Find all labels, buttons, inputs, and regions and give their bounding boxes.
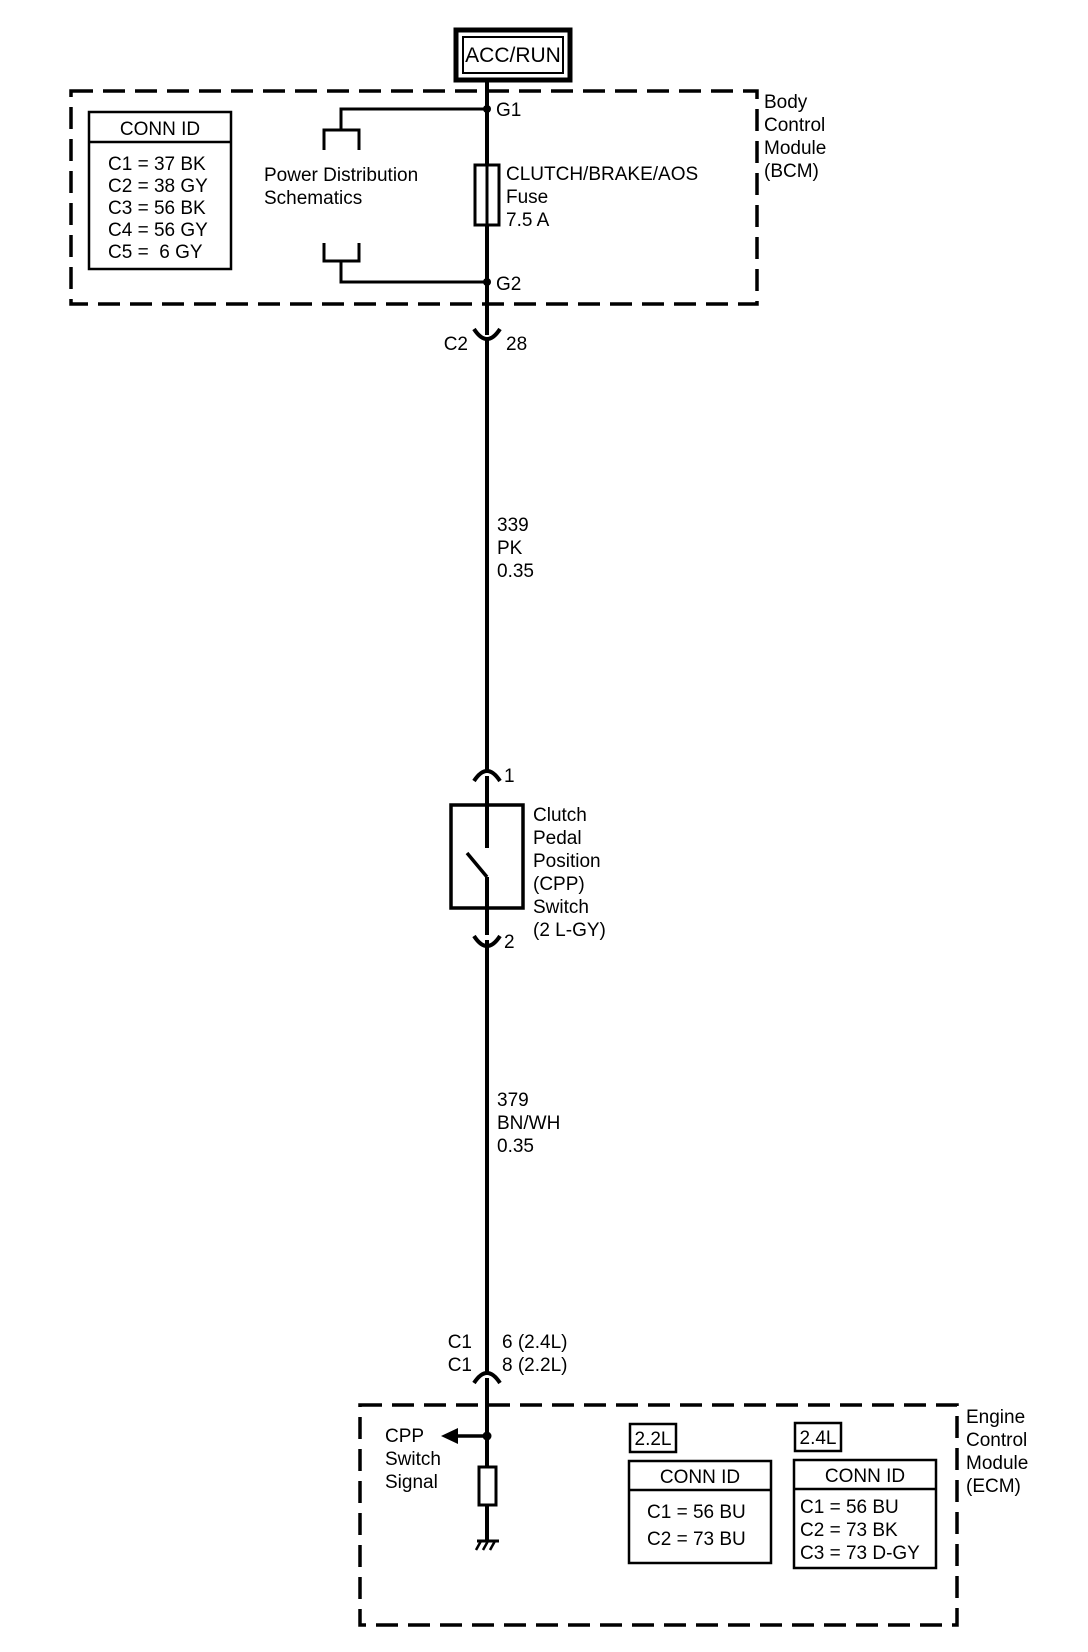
pulldown-resistor [477, 1465, 498, 1507]
power-source-label: ACC/RUN [465, 44, 561, 67]
connector-bcm-left: C2 [444, 334, 468, 355]
conn-id-row-2-4l: C3 = 73 D-GY [800, 1543, 920, 1564]
ecm-conn-id-2-2l: 2.2L CONN ID C1 = 56 BU C2 = 73 BU [627, 1422, 773, 1565]
cpp-switch [449, 776, 525, 935]
bcm-conn-id-row: C2 = 38 GY [108, 176, 208, 197]
terminal-g1: G1 [496, 100, 521, 121]
bcm-conn-id-row: C5 = 6 GY [108, 242, 203, 263]
switch-connector-top [472, 769, 502, 783]
bcm-conn-id-row: C3 = 56 BK [108, 198, 206, 219]
power-source: ACC/RUN [453, 27, 573, 83]
terminal-g2: G2 [496, 274, 521, 295]
variant-tag-2-2l: 2.2L [635, 1429, 672, 1450]
ecm-input-circuit [441, 1378, 499, 1551]
connector-bcm-right: 28 [506, 334, 527, 355]
conn-id-title-2-2l: CONN ID [660, 1467, 740, 1488]
conn-id-title-2-4l: CONN ID [825, 1466, 905, 1487]
bcm-conn-id-row: C1 = 37 BK [108, 154, 206, 175]
ground-icon [474, 1539, 499, 1551]
bcm-conn-id-table: CONN ID C1 = 37 BK C2 = 38 GY C3 = 56 BK… [87, 110, 233, 271]
connector-ecm-symbol [472, 1371, 502, 1385]
ecm-conn-id-2-4l: 2.4L CONN ID C1 = 56 BU C2 = 73 BK C3 = … [792, 1421, 938, 1570]
connector-ecm-right: 6 (2.4L)8 (2.2L) [502, 1332, 567, 1376]
conn-id-row-2-2l: C1 = 56 BU [647, 1502, 746, 1523]
conn-id-row-2-4l: C1 = 56 BU [800, 1497, 899, 1518]
signal-arrow-icon [441, 1428, 458, 1444]
switch-pin-top: 1 [504, 766, 515, 787]
switch-pin-bottom: 2 [504, 932, 515, 953]
variant-tag-2-4l: 2.4L [800, 1428, 837, 1449]
bcm-conn-id-title: CONN ID [120, 119, 200, 140]
conn-id-row-2-4l: C2 = 73 BK [800, 1520, 898, 1541]
bcm-conn-id-row: C4 = 56 GY [108, 220, 208, 241]
ecm-box [358, 1403, 959, 1627]
conn-id-row-2-2l: C2 = 73 BU [647, 1529, 746, 1550]
